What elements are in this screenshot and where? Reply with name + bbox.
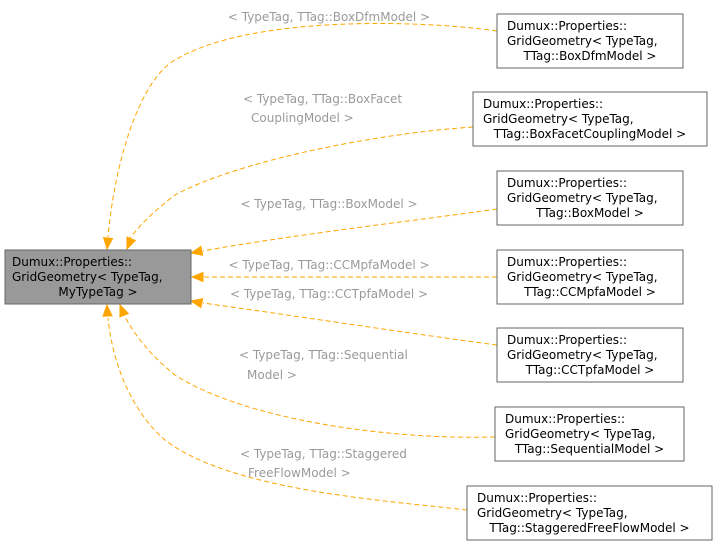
edge-label-sequential-1: < TypeTag, TTag::Sequential — [239, 348, 408, 362]
node-staggered-line-2: GridGeometry< TypeTag, — [477, 506, 628, 520]
node-ccmpfa[interactable]: Dumux::Properties::GridGeometry< TypeTag… — [496, 249, 684, 305]
node-boxfacet-line-1: Dumux::Properties:: — [483, 97, 603, 111]
edge-label-boxfacet-1: < TypeTag, TTag::BoxFacet — [243, 92, 402, 106]
node-staggered-line-3: TTag::StaggeredFreeFlowModel > — [488, 521, 689, 535]
node-sequential-line-3: TTag::SequentialModel > — [514, 442, 664, 456]
arrowhead-box — [189, 245, 204, 256]
edge-label-box-1: < TypeTag, TTag::BoxModel > — [240, 197, 417, 211]
node-box-line-1: Dumux::Properties:: — [507, 176, 627, 190]
edge-label-boxfacet-2: CouplingModel > — [251, 111, 354, 125]
arrowhead-boxdfm — [102, 237, 114, 251]
node-cctpfa[interactable]: Dumux::Properties::GridGeometry< TypeTag… — [496, 327, 684, 383]
arrowhead-staggered — [102, 303, 113, 317]
edge-label-staggered-2: FreeFlowModel > — [248, 466, 351, 480]
node-ccmpfa-line-2: GridGeometry< TypeTag, — [507, 270, 658, 284]
edge-boxdfm — [107, 22, 498, 238]
node-box-cctpfa — [496, 327, 684, 383]
main-node-line-2: GridGeometry< TypeTag, — [12, 270, 163, 284]
node-cctpfa-line-1: Dumux::Properties:: — [507, 333, 627, 347]
arrowhead-boxfacet — [126, 236, 137, 251]
edge-label-staggered-1: < TypeTag, TTag::Staggered — [240, 447, 407, 461]
node-boxfacet-line-3: TTag::BoxFacetCouplingModel > — [493, 127, 686, 141]
node-box-ccmpfa — [496, 249, 684, 305]
node-boxfacet[interactable]: Dumux::Properties::GridGeometry< TypeTag… — [472, 91, 708, 147]
template-nodes: Dumux::Properties::GridGeometry< TypeTag… — [466, 13, 713, 541]
node-boxdfm-line-3: TTag::BoxDfmModel > — [523, 49, 657, 63]
main-node-box — [4, 249, 192, 305]
node-ccmpfa-line-3: TTag::CCMpfaModel > — [523, 285, 656, 299]
edge-label-boxdfm-1: < TypeTag, TTag::BoxDfmModel > — [228, 10, 430, 24]
node-sequential[interactable]: Dumux::Properties::GridGeometry< TypeTag… — [494, 406, 685, 462]
edge-labels: < TypeTag, TTag::BoxDfmModel >< TypeTag,… — [228, 10, 430, 480]
node-box-boxfacet — [472, 91, 708, 147]
main-node-line-1: Dumux::Properties:: — [12, 255, 132, 269]
edge-cctpfa — [202, 302, 498, 346]
node-boxfacet-line-2: GridGeometry< TypeTag, — [483, 112, 634, 126]
edge-box — [202, 208, 498, 252]
node-box-box — [496, 170, 684, 226]
node-box-sequential — [494, 406, 685, 462]
node-sequential-line-2: GridGeometry< TypeTag, — [505, 427, 656, 441]
node-box-staggered — [466, 485, 713, 541]
edge-boxfacet — [129, 126, 474, 239]
node-box[interactable]: Dumux::Properties::GridGeometry< TypeTag… — [496, 170, 684, 226]
edge-label-sequential-2: Model > — [247, 368, 297, 382]
node-cctpfa-line-2: GridGeometry< TypeTag, — [507, 348, 658, 362]
edges — [102, 22, 498, 511]
node-box-line-2: GridGeometry< TypeTag, — [507, 191, 658, 205]
edge-label-ccmpfa-1: < TypeTag, TTag::CCMpfaModel > — [228, 258, 429, 272]
node-box-line-3: TTag::BoxModel > — [535, 206, 644, 220]
node-sequential-line-1: Dumux::Properties:: — [505, 412, 625, 426]
main-node-line-3: MyTypeTag > — [58, 285, 137, 299]
node-box-boxdfm — [496, 13, 684, 69]
node-staggered[interactable]: Dumux::Properties::GridGeometry< TypeTag… — [466, 485, 713, 541]
node-cctpfa-line-3: TTag::CCTpfaModel > — [525, 363, 655, 377]
edge-label-cctpfa-1: < TypeTag, TTag::CCTpfaModel > — [230, 287, 428, 301]
arrowhead-ccmpfa — [190, 271, 204, 283]
main-node[interactable]: Dumux::Properties:: GridGeometry< TypeTa… — [4, 249, 192, 305]
arrowhead-cctpfa — [189, 298, 204, 309]
node-ccmpfa-line-1: Dumux::Properties:: — [507, 255, 627, 269]
edge-sequential — [124, 316, 496, 438]
edge-staggered — [107, 317, 468, 511]
arrowhead-sequential — [119, 303, 130, 318]
node-staggered-line-1: Dumux::Properties:: — [477, 491, 597, 505]
node-boxdfm[interactable]: Dumux::Properties::GridGeometry< TypeTag… — [496, 13, 684, 69]
node-boxdfm-line-2: GridGeometry< TypeTag, — [507, 34, 658, 48]
node-boxdfm-line-1: Dumux::Properties:: — [507, 19, 627, 33]
